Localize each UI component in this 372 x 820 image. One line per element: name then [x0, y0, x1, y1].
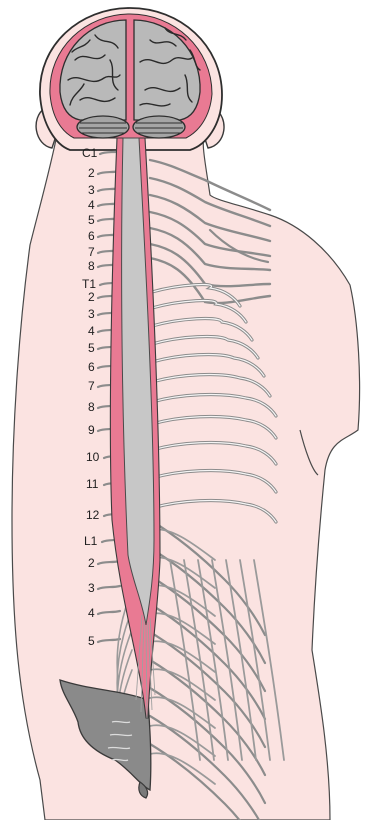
vertebra-label: 7: [88, 245, 95, 259]
vertebra-label: 4: [88, 198, 95, 212]
vertebra-label: 7: [88, 379, 95, 393]
vertebra-label: L1: [84, 534, 98, 548]
vertebra-label: 12: [86, 508, 100, 522]
vertebra-label: 9: [88, 423, 95, 437]
cerebellum-left: [77, 116, 129, 138]
vertebra-label: C1: [82, 146, 98, 160]
vertebra-label: 4: [88, 324, 95, 338]
vertebra-label: T1: [82, 277, 96, 291]
vertebra-label: 5: [88, 634, 95, 648]
cerebellum-right: [133, 116, 185, 138]
vertebra-label: 3: [88, 581, 95, 595]
vertebra-label: 8: [88, 259, 95, 273]
vertebra-label: 6: [88, 360, 95, 374]
vertebra-label: 11: [86, 477, 99, 491]
body-silhouette: [12, 130, 360, 820]
vertebra-label: 5: [88, 341, 95, 355]
vertebra-label: 2: [88, 290, 95, 304]
vertebra-label: 2: [88, 556, 95, 570]
vertebra-label: 2: [88, 166, 95, 180]
vertebra-label: 3: [88, 183, 95, 197]
vertebra-label: 5: [88, 213, 95, 227]
vertebra-label: 6: [88, 229, 95, 243]
vertebra-label: 3: [88, 307, 95, 321]
vertebra-label: 4: [88, 606, 95, 620]
vertebra-label: 8: [88, 400, 95, 414]
vertebra-label: 10: [86, 450, 100, 464]
